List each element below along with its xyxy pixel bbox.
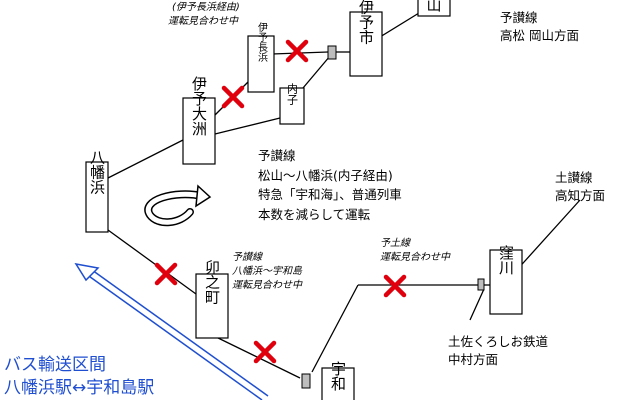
dosan-line-destination: 高知方面 (555, 188, 605, 203)
track-kubokawa-tosa (469, 288, 485, 321)
yosan-line-destination: 高松 岡山方面 (500, 28, 579, 43)
station-uchiko-label: 内子 (286, 82, 299, 105)
dosan-line-title: 土讃線 (555, 170, 593, 185)
yodo-line-status: 運転見合わせ中 (380, 251, 451, 263)
tosa-line-destination: 中村方面 (448, 352, 498, 367)
station-iyoshi-label: 伊予市 (357, 0, 375, 45)
yosan-south-title: 予讃線 (232, 251, 263, 263)
suspended-cross-icon (253, 340, 277, 364)
station-yawatahama-label: 八幡浜 (88, 150, 106, 195)
track-yawatahama-unomachi (107, 229, 197, 295)
yosan-mid-section: 松山～八幡浜(内子経由) (258, 168, 393, 183)
station-iyoshi: 伊予市 (349, 0, 383, 77)
suspended-cross-icon (154, 262, 178, 286)
yodo-line-title: 予土線 (380, 237, 411, 249)
station-uchiko: 内子 (279, 82, 305, 125)
station-uwajima: 宇和 (321, 361, 355, 400)
yosan-mid-service: 特急「宇和海」、普通列車 (258, 187, 402, 202)
yosan-mid-title: 予讃線 (258, 148, 296, 163)
station-iyonagahama: 伊予長浜 (247, 22, 275, 93)
yosan-south-section: 八幡浜～宇和島 (232, 265, 303, 277)
junction-marker-kubokawa (477, 278, 485, 291)
tosa-line-title: 土佐くろしお鉄道 (448, 334, 549, 349)
junction-marker-uwajima (301, 373, 311, 389)
suspended-cross-icon (383, 274, 407, 298)
junction-marker-iyoshi (327, 45, 337, 60)
track-uchiko-ozu (214, 117, 281, 135)
station-yawatahama: 八幡浜 (85, 150, 109, 233)
reduced-service-arrow-icon (144, 184, 212, 227)
station-iyonagahama-label: 伊予長浜 (256, 22, 268, 63)
track-uwajima-yodo (311, 284, 359, 373)
yosan-mid-status: 本数を減らして運転 (258, 207, 371, 222)
track-ozu-yawatahama (107, 139, 184, 179)
station-iyoozu: 伊予大洲 (182, 76, 216, 165)
station-kubokawa: 窪川 (489, 245, 523, 315)
station-unomachi: 卯之町 (195, 260, 229, 339)
bus-section-route: 八幡浜駅↔宇和島駅 (4, 378, 154, 398)
track-kubokawa-dosan (514, 199, 581, 273)
yosan-south-status: 運転見合わせ中 (232, 279, 303, 291)
suspended-cross-icon (285, 39, 309, 63)
bus-section-title: バス輸送区間 (4, 355, 106, 375)
station-kubokawa-label: 窪川 (497, 245, 515, 275)
nagahama-suspended-note: 運転見合わせ中 (168, 15, 239, 27)
station-matsuyama: 山 (417, 0, 451, 17)
station-uwajima-label: 宇和 (329, 361, 347, 391)
suspended-cross-icon (221, 85, 245, 109)
yosan-line-title: 予讃線 (500, 10, 538, 25)
nagahama-route-note: (伊予長浜経由) (172, 1, 240, 13)
bus-route-arrow-icon (74, 262, 269, 400)
station-unomachi-label: 卯之町 (203, 260, 221, 305)
station-iyoozu-label: 伊予大洲 (190, 76, 208, 136)
track-junction-uchiko (302, 55, 331, 89)
station-matsuyama-label: 山 (426, 0, 441, 14)
